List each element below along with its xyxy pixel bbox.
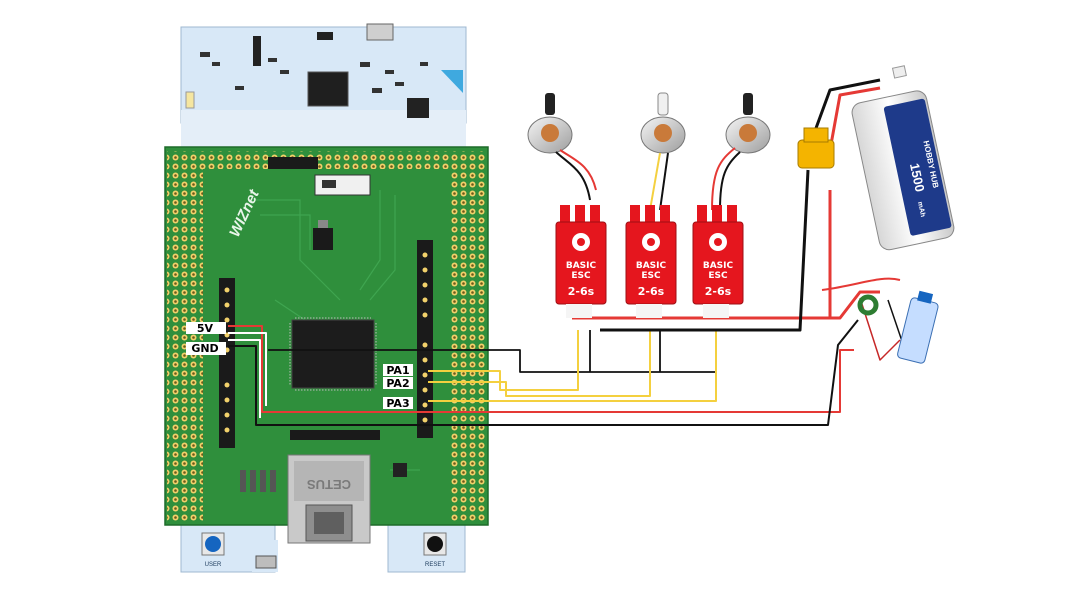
esc-3-type: ESC (708, 271, 728, 281)
xt60-connector (797, 127, 835, 169)
esc-2-brand: BASIC (636, 261, 667, 271)
micro-usb-port (255, 555, 277, 569)
nucleo-board-top (180, 23, 467, 150)
esc-3: BASIC ESC 2-6s (692, 205, 744, 318)
pin-label-5v: 5V (186, 322, 226, 335)
reset-button-label: RESET (425, 562, 445, 568)
esc-3-brand: BASIC (703, 261, 734, 271)
ubec-module (857, 290, 939, 364)
power-rail-black (600, 169, 810, 332)
wire-gnd (228, 319, 859, 426)
ethernet-jack: CETUS (287, 454, 371, 544)
pin-label-pa1: PA1 (383, 364, 413, 377)
pin-label-pa2-text: PA2 (386, 377, 409, 390)
motor-1 (527, 93, 597, 201)
esc-1: BASIC ESC 2-6s (555, 205, 607, 318)
pin-label-pa3-text: PA3 (386, 397, 409, 410)
esc-3-cells: 2-6s (705, 285, 732, 298)
pin-label-5v-text: 5V (197, 322, 214, 335)
ethernet-label: CETUS (307, 477, 351, 492)
pin-label-pa2: PA2 (383, 377, 413, 390)
wiznet-shield: WIZnet (164, 146, 489, 526)
wire-pa2 (428, 330, 651, 397)
wires (228, 78, 906, 426)
user-button[interactable]: USER (201, 532, 225, 568)
pin-label-gnd-text: GND (191, 342, 218, 355)
battery-capacity: 1500 (907, 162, 928, 193)
pin-label-pa1-text: PA1 (386, 364, 409, 377)
motor-2 (640, 92, 686, 211)
motor-3 (711, 93, 771, 211)
esc-2: BASIC ESC 2-6s (625, 205, 677, 318)
esc-1-cells: 2-6s (568, 285, 595, 298)
lipo-battery: HOBBY HUB 1500 mAh (851, 65, 955, 251)
user-button-label: USER (205, 562, 222, 568)
pin-label-gnd: GND (186, 342, 226, 355)
esc-2-cells: 2-6s (638, 285, 665, 298)
wire-pa3 (428, 330, 717, 402)
esc-1-brand: BASIC (566, 261, 597, 271)
battery-unit: mAh (916, 201, 926, 218)
esc-2-type: ESC (641, 271, 661, 281)
wire-pa1 (428, 330, 579, 391)
esc-1-type: ESC (571, 271, 591, 281)
wire-5v (228, 325, 854, 413)
pin-label-pa3: PA3 (383, 397, 413, 410)
reset-button[interactable]: RESET (423, 532, 447, 568)
